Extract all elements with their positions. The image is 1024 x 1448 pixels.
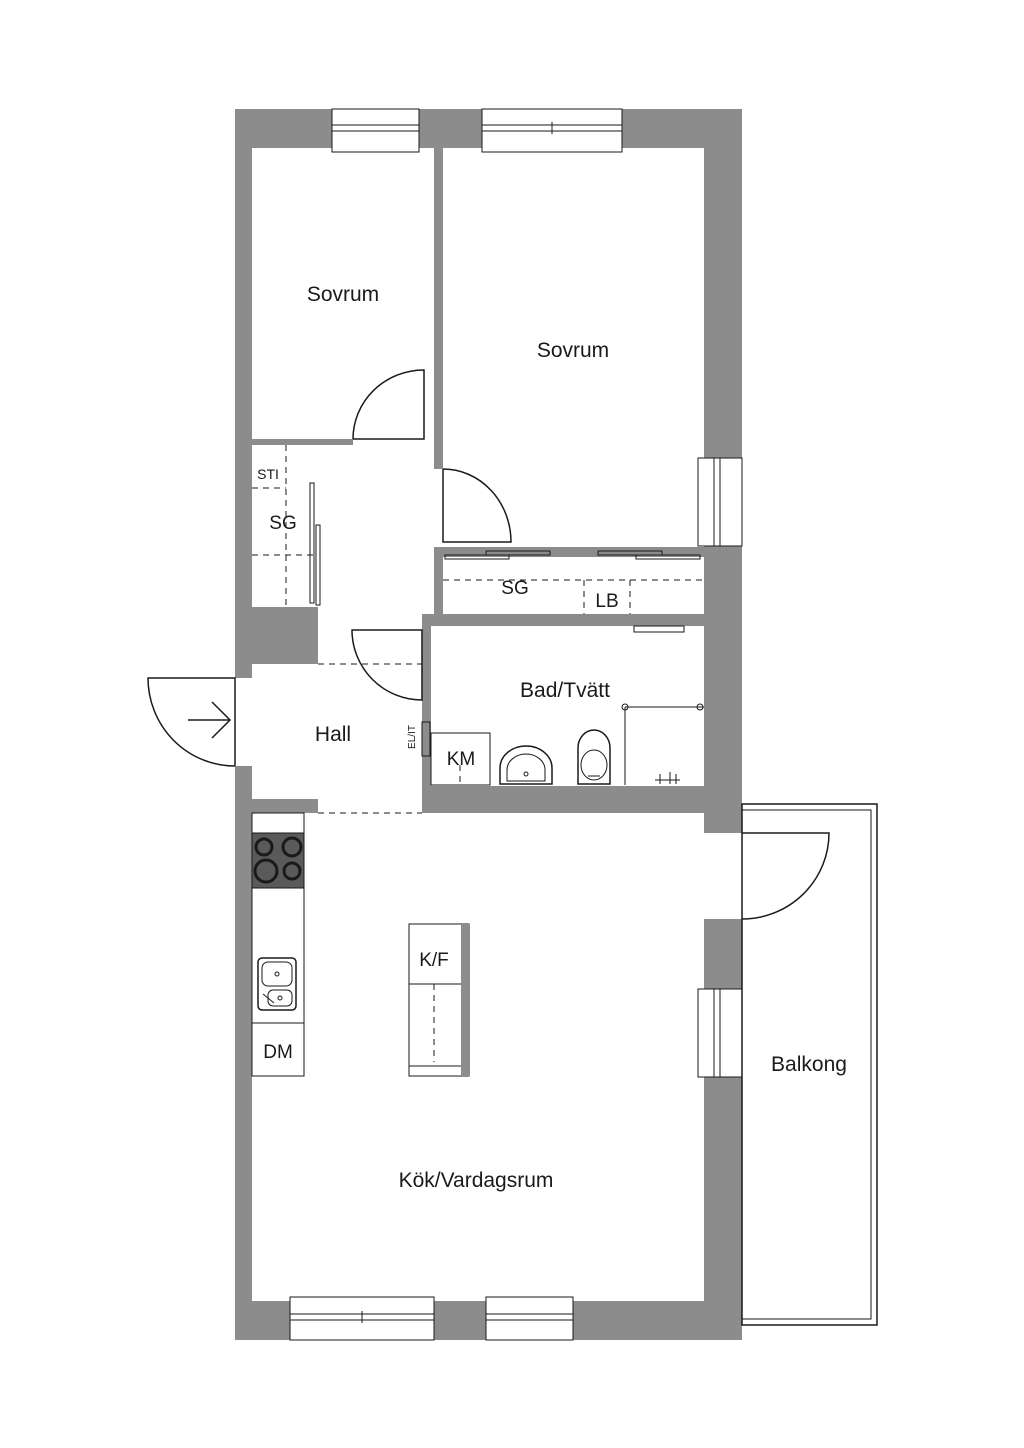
balcony-door <box>741 832 830 920</box>
kitchen-sink-icon <box>257 957 297 1011</box>
windows <box>289 108 743 1341</box>
sink-icon <box>499 745 553 785</box>
fixture-label-linen-cabinet: LB <box>595 591 618 612</box>
hall-door-gap-top <box>353 370 424 445</box>
partition-bath-bottom <box>422 786 704 813</box>
fixture-label-wardrobe-bedroom: SG <box>501 578 528 599</box>
partition-bedrooms <box>434 148 443 439</box>
bedroom-door-gap <box>434 469 443 547</box>
room-label-kitchen-living: Kök/Vardagsrum <box>399 1169 554 1192</box>
fixture-label-dishwasher: DM <box>263 1042 293 1063</box>
washing-machine-box <box>430 732 491 786</box>
dashed-lines <box>252 445 704 1062</box>
partition-hall-bath <box>422 614 704 626</box>
partition-hall-bedroom2 <box>434 439 443 469</box>
partitions <box>252 148 742 833</box>
fixture-label-electrical-panel: EL/IT <box>407 725 418 749</box>
partition-hall-closet <box>252 439 353 445</box>
towel-rail-icon <box>633 625 685 633</box>
doors <box>147 369 830 920</box>
window-living-bottom-1 <box>289 1296 435 1341</box>
bathroom-door <box>351 629 423 701</box>
toilet-icon <box>577 729 611 785</box>
window-living-bottom-2 <box>485 1296 574 1341</box>
room-label-hall: Hall <box>315 723 351 746</box>
sliding-doors <box>309 482 701 606</box>
entrance-gap <box>235 678 252 766</box>
bedroom-1-door <box>352 369 425 440</box>
bathroom-area <box>431 626 704 786</box>
kitchen-fixtures <box>251 812 470 1077</box>
room-label-bathroom: Bad/Tvätt <box>520 679 610 702</box>
room-label-bedroom-1: Sovrum <box>307 283 379 306</box>
balcony-door-gap <box>704 833 742 919</box>
entrance-arrow-icon <box>188 701 232 739</box>
bathroom-fixtures <box>421 625 704 786</box>
shower-screen <box>624 706 704 785</box>
bedroom-2-door <box>442 468 512 543</box>
kitchen-living-area <box>252 813 704 1301</box>
partition-bath-left <box>422 626 431 786</box>
fixture-label-fridge-freezer: K/F <box>419 950 449 971</box>
bedroom-2-area <box>443 148 704 547</box>
fixture-label-wardrobe-hall: SG <box>269 513 296 534</box>
electrical-panel-box <box>421 721 431 757</box>
room-label-balcony: Balkong <box>771 1053 847 1076</box>
balcony <box>741 803 878 1326</box>
partition-hall-left-block <box>252 607 318 664</box>
hall-passage-area <box>318 610 422 813</box>
kitchen-counter <box>251 812 305 1077</box>
partition-hall-bottom <box>252 799 318 813</box>
labels: Sovrum Sovrum Hall Bad/Tvätt Kök/Vardags… <box>257 283 847 1192</box>
wardrobe-strip-area <box>443 557 704 614</box>
kitchen-passage-top <box>318 799 422 833</box>
partition-bath-bottom-right <box>704 786 742 833</box>
kitchen-living-top <box>422 813 704 833</box>
partition-wardrobe-strip <box>434 547 443 614</box>
hall-wardrobe-area <box>252 445 318 607</box>
shower-tap-icon <box>655 772 680 784</box>
room-label-bedroom-2: Sovrum <box>537 339 609 362</box>
fixture-label-linen-closet: STI <box>257 466 279 482</box>
fixture-label-washing-machine: KM <box>447 749 476 770</box>
entrance-door <box>147 677 236 767</box>
room-cutouts <box>235 148 742 1301</box>
